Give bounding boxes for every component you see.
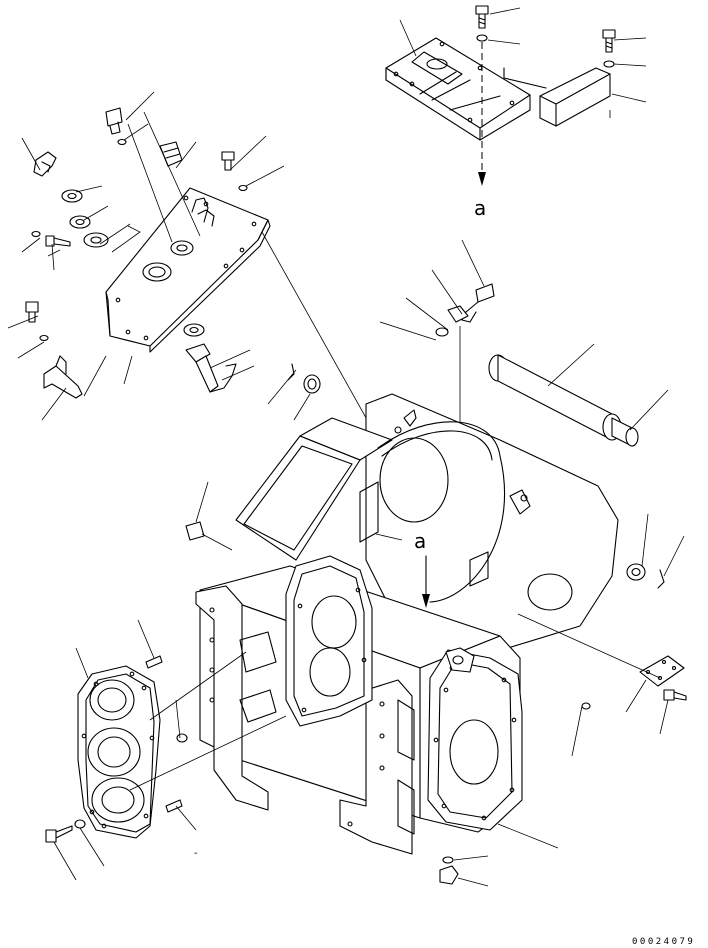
top-cover-plate [385, 37, 531, 141]
seal-ring-1 [142, 240, 194, 282]
main-housing [195, 393, 619, 855]
leader-drain [453, 823, 559, 887]
bolt-3 [221, 151, 248, 192]
leader-mid-fittings [379, 239, 485, 341]
leader-lines-upper-left [7, 91, 285, 421]
plug-fitting-1 [105, 107, 127, 146]
shaft-lever [183, 323, 237, 393]
plug-right [581, 702, 591, 710]
dowel-pin-1 [145, 655, 163, 669]
bolt-5 [25, 301, 49, 342]
dash-mark: - [194, 848, 198, 859]
cover-plate-small [639, 655, 685, 687]
bolt-4 [45, 235, 71, 247]
washer-set-left [31, 189, 109, 248]
mounting-bracket-left [43, 355, 83, 399]
leader-lines-top [399, 7, 647, 118]
bracket-plate [503, 67, 611, 127]
leader-lines-lower-left [53, 619, 287, 881]
top-bolt-1 [475, 5, 489, 42]
front-cover-bolt-2 [45, 819, 86, 843]
guide-shaft [488, 354, 639, 447]
drawing-number: 00024079 [632, 937, 695, 947]
bolt-6 [461, 283, 495, 323]
washer-mid [435, 305, 469, 337]
leader-plug-left [195, 481, 233, 551]
dowel-pin-2 [165, 799, 183, 813]
leader-ushape [111, 225, 141, 253]
bolt-right [663, 689, 687, 701]
arrow-a-housing [422, 594, 430, 608]
front-cover [77, 665, 161, 839]
leader-shaft [547, 343, 669, 431]
leader-to-housing [261, 231, 385, 451]
arrow-a-top [478, 172, 486, 186]
reference-letter-housing: a [414, 529, 426, 553]
leader-side-cover-1 [127, 123, 173, 243]
drain-plug [439, 856, 459, 885]
reference-letter-top: a [474, 196, 486, 220]
leader-right-oring [641, 513, 685, 577]
leader-right-cover [517, 613, 669, 757]
plug-left-housing [185, 521, 205, 541]
leader-oring [267, 369, 311, 421]
front-cover-bolt [176, 733, 188, 743]
top-bolt-2 [602, 29, 616, 68]
leader-box-a [375, 533, 403, 541]
o-ring-right [626, 563, 665, 589]
side-cover-plate [105, 187, 271, 353]
o-ring-mid [287, 363, 321, 394]
lever-fitting [33, 151, 57, 177]
u-clip [191, 197, 215, 227]
